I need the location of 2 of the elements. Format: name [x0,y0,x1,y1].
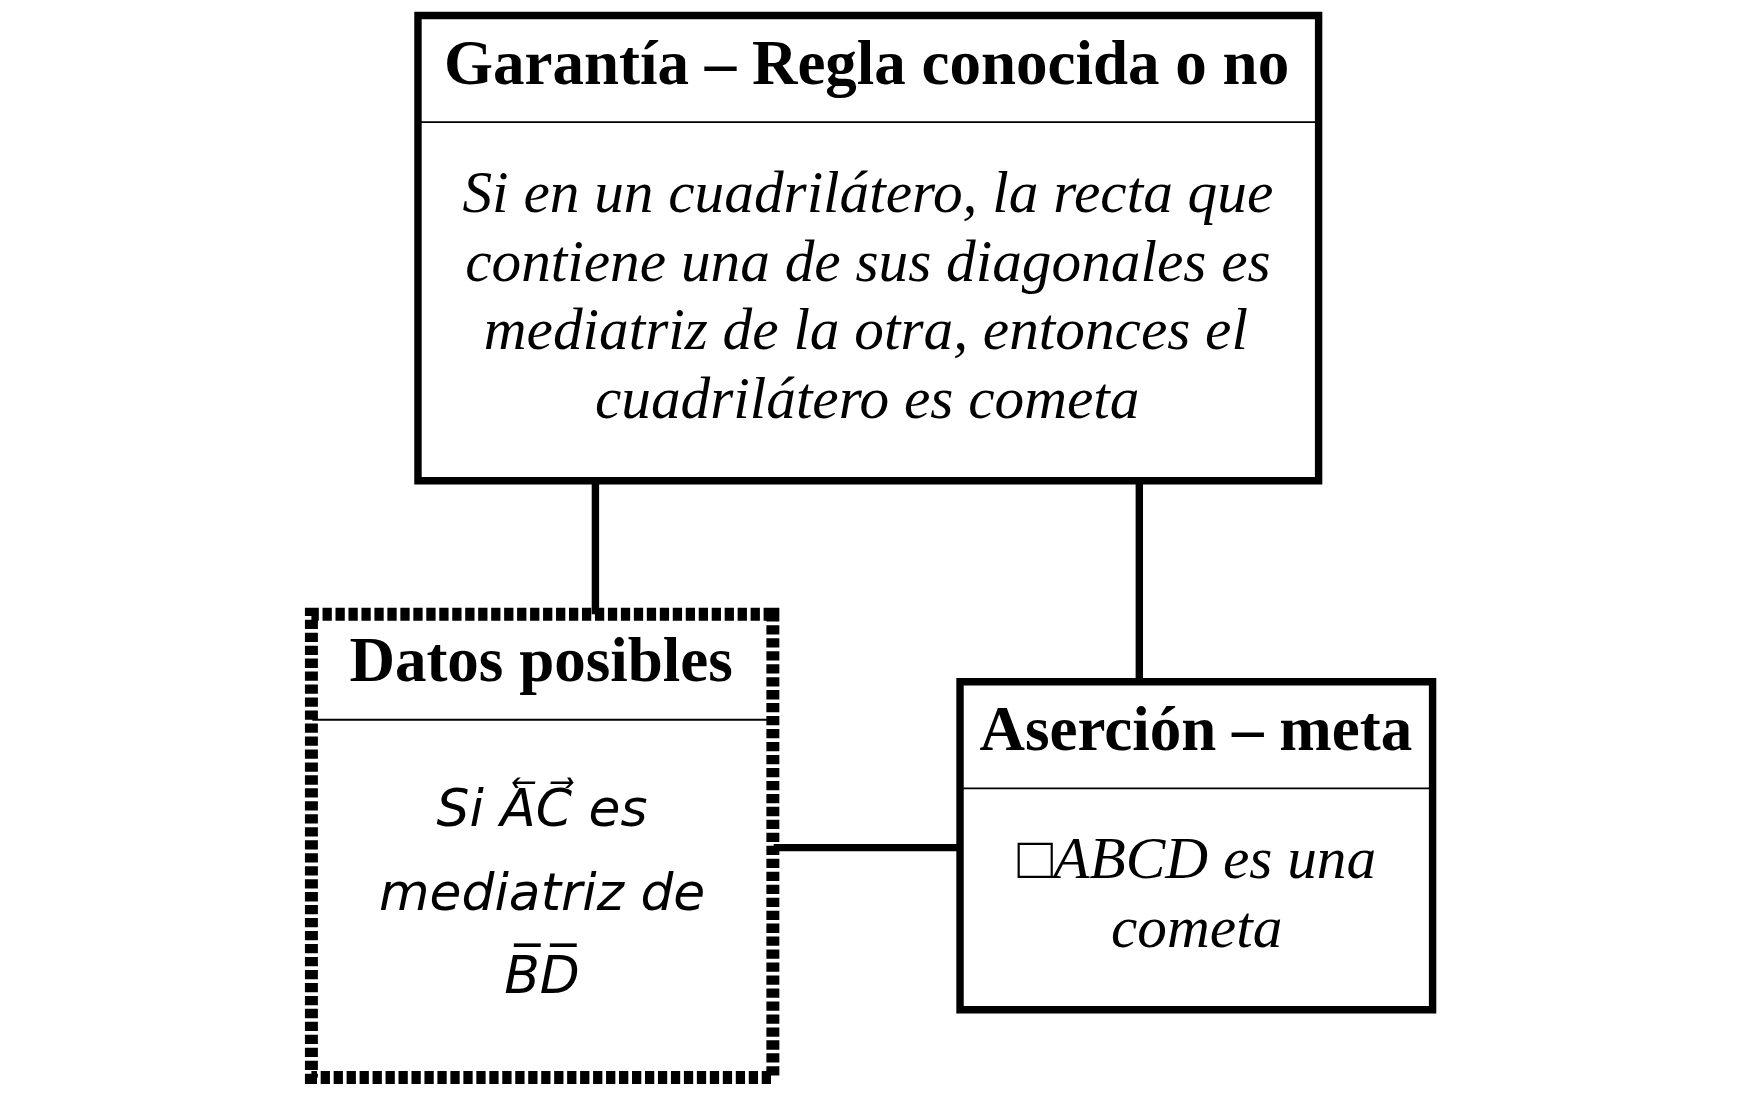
node-box: Datos posibles Si A⃖C⃗ es mediatriz de B̅D̅ [304,607,780,1084]
connector [773,843,960,852]
